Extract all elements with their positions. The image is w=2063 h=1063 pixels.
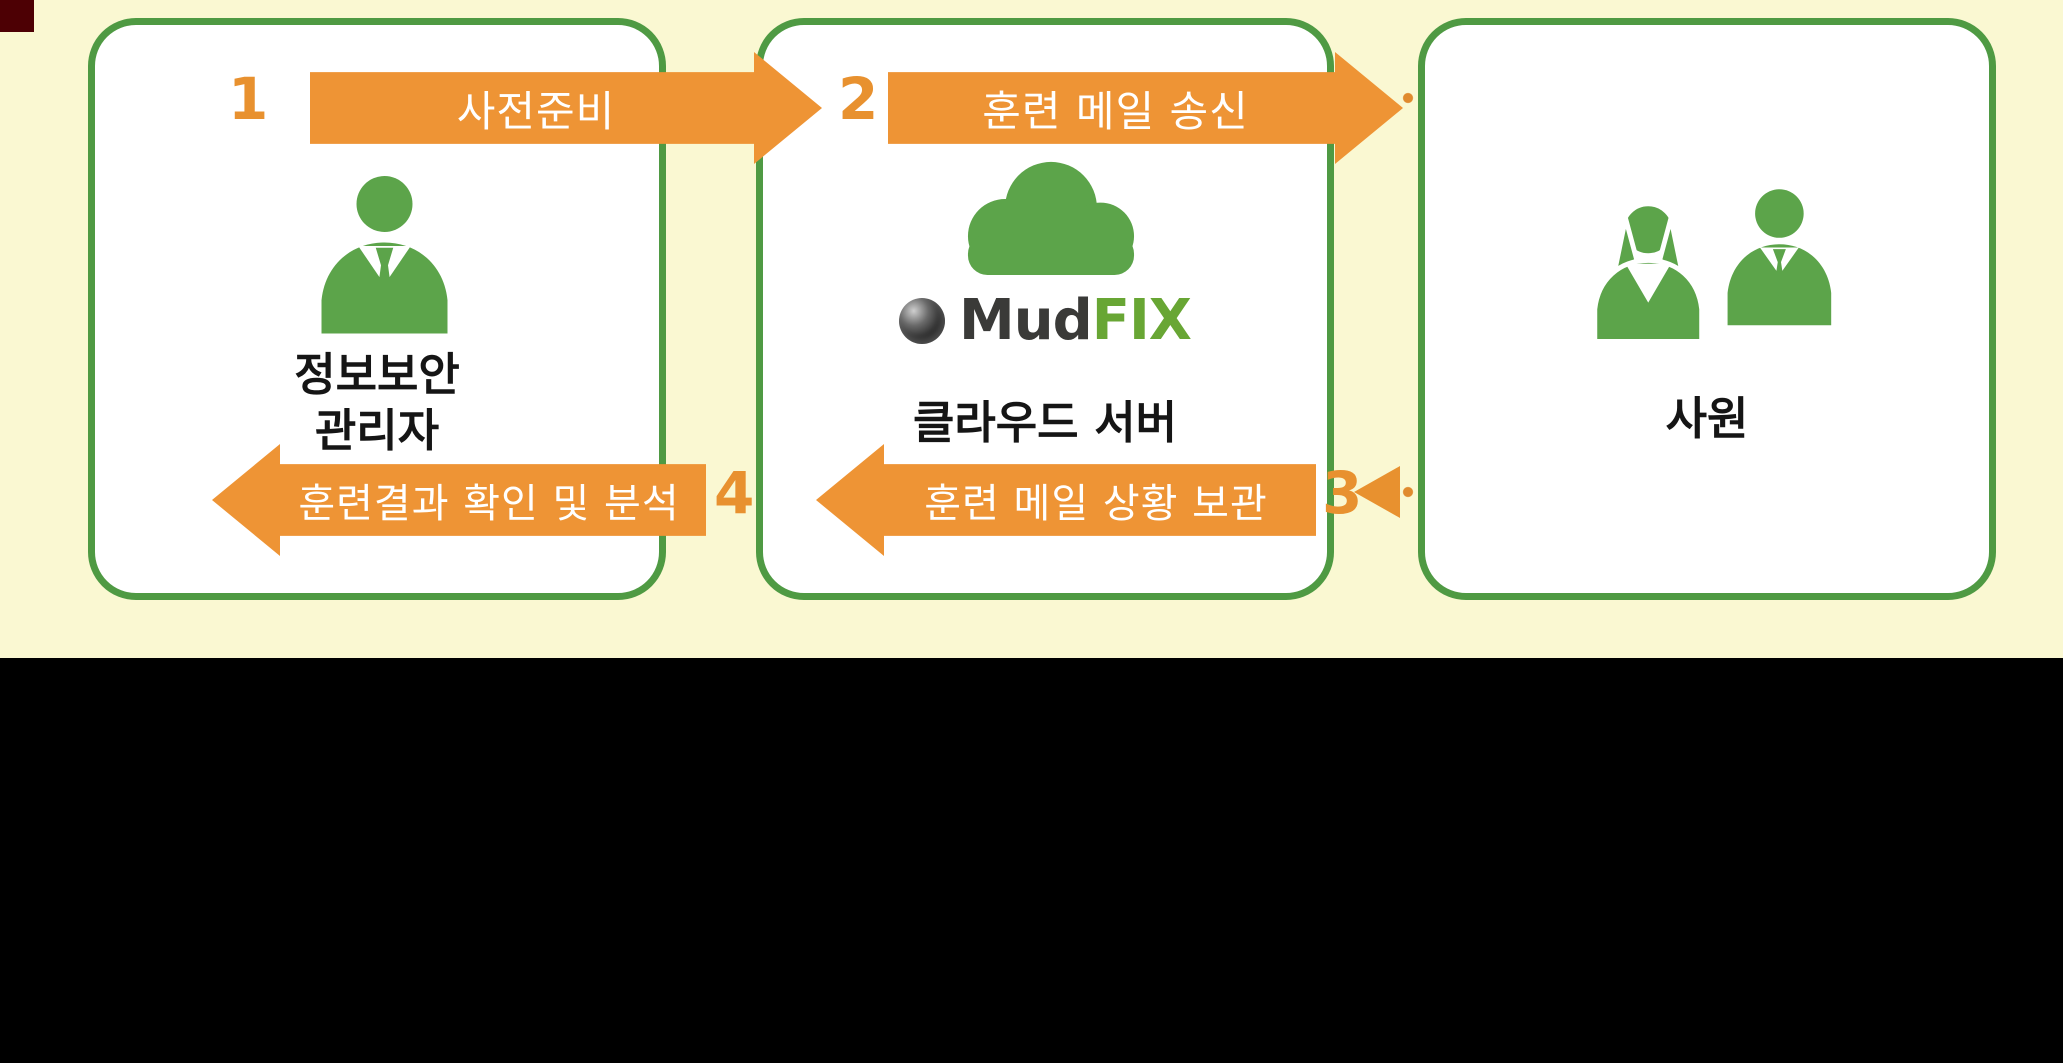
corner-artifact bbox=[0, 0, 34, 32]
cloud-icon bbox=[945, 153, 1157, 291]
mudfix-logo: MudFIX bbox=[763, 293, 1327, 349]
panel-employees: 사원 bbox=[1418, 18, 1996, 600]
security-manager-icon bbox=[289, 163, 479, 349]
panel-label-security-manager: 정보보안 관리자 bbox=[95, 347, 659, 460]
arrow-label: 훈련 메일 상황 보관 bbox=[924, 481, 1268, 527]
panel-label-employees: 사원 bbox=[1665, 392, 1749, 445]
label-line: 관리자 bbox=[314, 404, 440, 458]
panel-label-cloud-server: 클라우드 서버 bbox=[912, 396, 1178, 449]
mudfix-sphere-icon bbox=[899, 298, 946, 344]
arrow-label: 훈련결과 확인 및 분석 bbox=[298, 481, 680, 527]
logo-text-green: FIX bbox=[1091, 288, 1192, 353]
logo-text-dark: Mud bbox=[959, 288, 1093, 353]
step-number-1: 1 bbox=[228, 65, 269, 133]
step-number-3: 3 bbox=[1322, 459, 1363, 527]
step-number-2: 2 bbox=[838, 65, 879, 133]
arrow-label: 훈련 메일 송신 bbox=[982, 86, 1249, 136]
arrow-label: 사전준비 bbox=[456, 86, 616, 136]
label-line: 정보보안 bbox=[294, 348, 460, 401]
step-number-4: 4 bbox=[714, 459, 755, 527]
mudfix-logo-text: MudFIX bbox=[959, 293, 1192, 349]
employees-icon bbox=[1575, 183, 1851, 359]
